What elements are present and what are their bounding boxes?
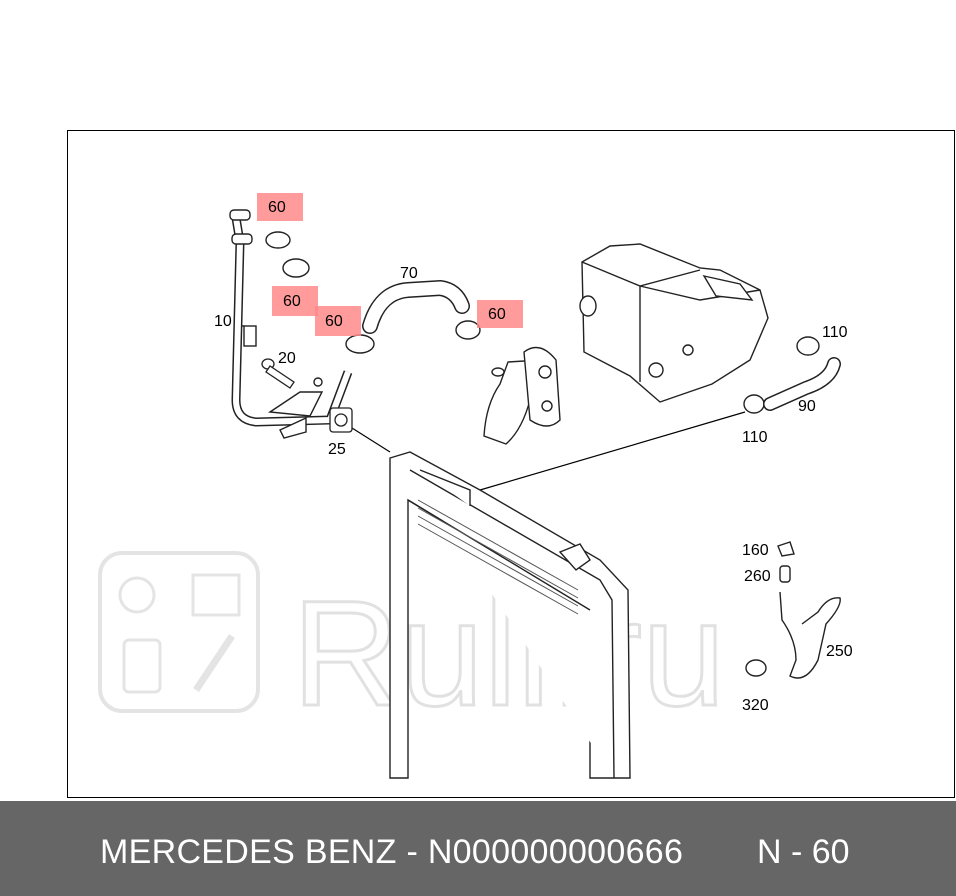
watermark: Rull.ru bbox=[98, 551, 727, 739]
label-110-b[interactable]: 110 bbox=[742, 429, 768, 446]
part-10-pipe bbox=[229, 209, 353, 439]
footer-page: N - 60 bbox=[757, 833, 850, 871]
label-25[interactable]: 25 bbox=[328, 441, 346, 458]
part-70-hose bbox=[362, 279, 470, 334]
label-250[interactable]: 250 bbox=[826, 643, 853, 660]
door-icon bbox=[191, 573, 241, 617]
highlight-60-a bbox=[257, 193, 303, 221]
thermostat-housing bbox=[483, 346, 561, 445]
oil-bottle-icon bbox=[122, 638, 162, 694]
highlight-60-b bbox=[272, 286, 318, 316]
radiator-fins bbox=[417, 499, 579, 615]
shock-absorber-icon bbox=[193, 634, 235, 692]
label-60-a[interactable]: 60 bbox=[268, 199, 286, 216]
label-60-c[interactable]: 60 bbox=[325, 313, 343, 330]
gauge-icon bbox=[118, 576, 156, 614]
label-20[interactable]: 20 bbox=[278, 350, 296, 367]
footer-bar: MERCEDES BENZ - N000000000666 N - 60 bbox=[0, 801, 956, 896]
diagram-frame bbox=[67, 130, 955, 798]
label-90[interactable]: 90 bbox=[798, 398, 816, 415]
parts-diagram: Rull.ru bbox=[98, 193, 853, 779]
label-260[interactable]: 260 bbox=[744, 568, 771, 585]
hose-kit bbox=[745, 541, 841, 679]
footer-title: MERCEDES BENZ - N000000000666 bbox=[100, 833, 684, 871]
highlight-60-d bbox=[477, 300, 523, 328]
part-labels: 10 20 25 60 60 60 60 70 90 110 110 160 2… bbox=[214, 199, 853, 714]
highlight-60-c bbox=[315, 306, 361, 336]
clamps-110 bbox=[743, 336, 820, 414]
label-320[interactable]: 320 bbox=[742, 697, 769, 714]
label-160[interactable]: 160 bbox=[742, 542, 769, 559]
label-60-b[interactable]: 60 bbox=[283, 293, 301, 310]
label-10[interactable]: 10 bbox=[214, 313, 232, 330]
radiator bbox=[389, 451, 631, 779]
part-20-bolt bbox=[261, 358, 295, 389]
part-25-grommet bbox=[329, 407, 353, 433]
label-60-d[interactable]: 60 bbox=[488, 306, 506, 323]
label-110-a[interactable]: 110 bbox=[822, 324, 848, 341]
part-90-hose bbox=[763, 357, 841, 411]
expansion-tank bbox=[579, 243, 769, 403]
label-70[interactable]: 70 bbox=[400, 265, 418, 282]
highlights bbox=[257, 193, 523, 336]
